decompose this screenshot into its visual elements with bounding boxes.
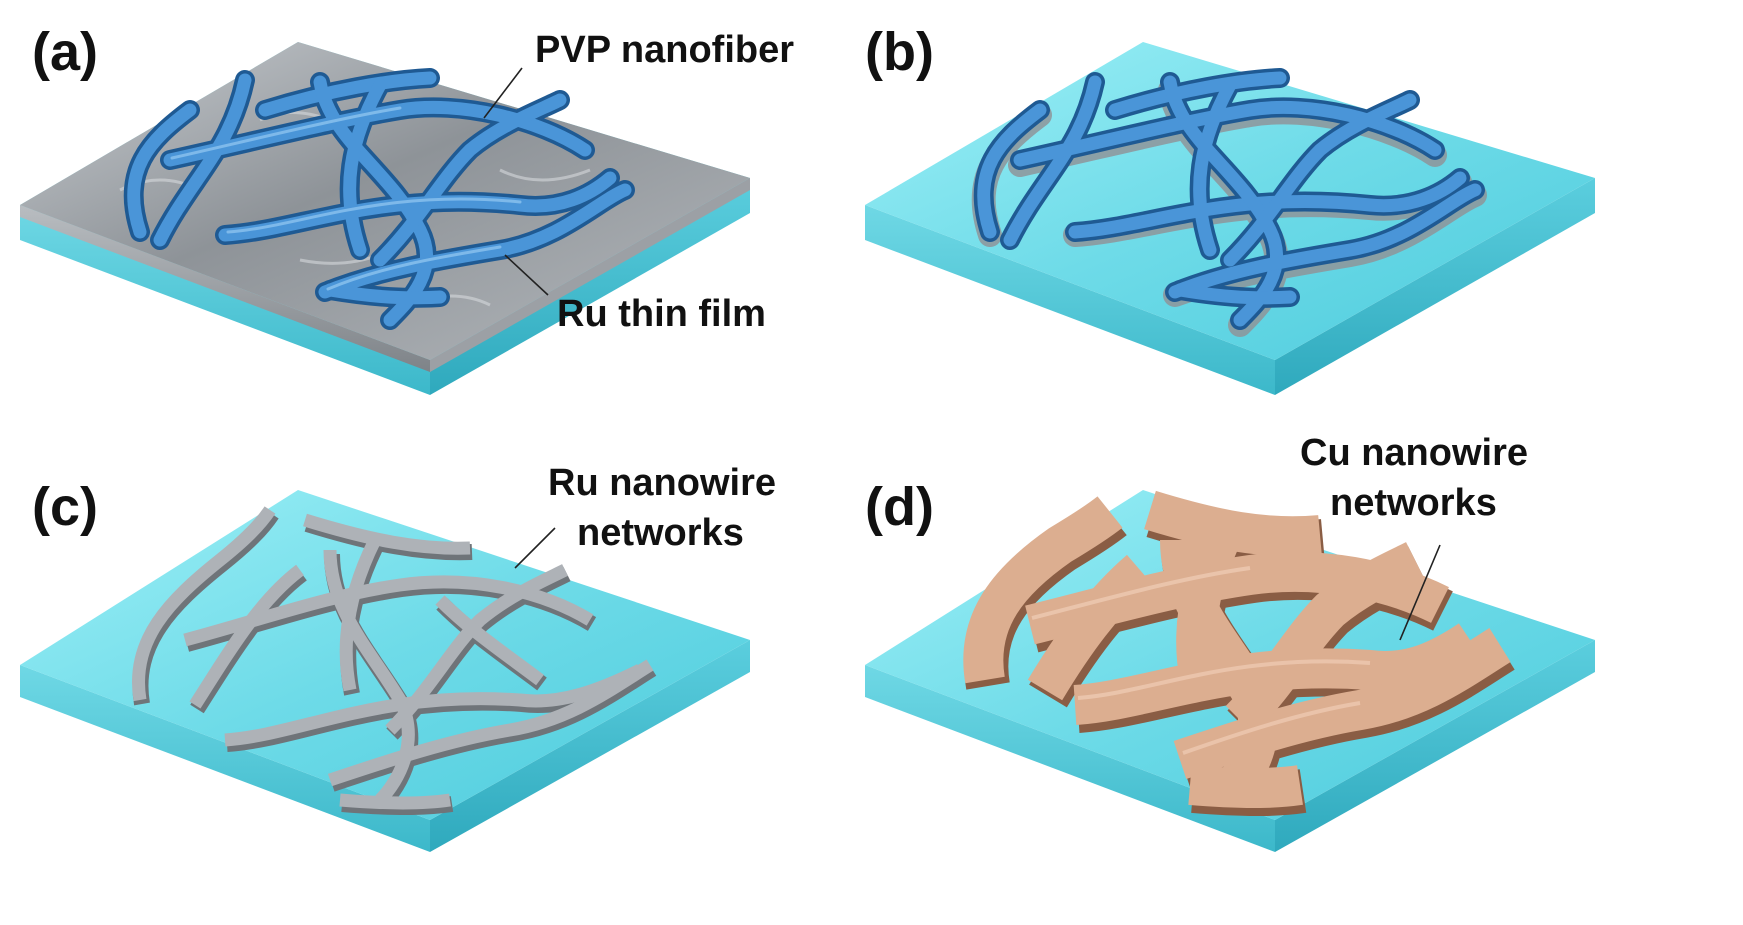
panel-label-d: (d): [865, 477, 934, 537]
panel-label-a: (a): [32, 22, 98, 82]
leader-line-pvp: [483, 67, 523, 119]
leader-line-ru-film: [504, 254, 549, 296]
panel-label-b: (b): [865, 22, 934, 82]
pvp-nanofibers: [123, 68, 635, 330]
panel-a: (a) PVP nanofiber Ru thin film: [20, 22, 794, 395]
panel-c: (c) Ru nanowire networks: [20, 462, 776, 852]
callout-cu-nanowire: Cu nanowire: [1300, 432, 1528, 474]
ru-nanowire-networks: [132, 506, 657, 816]
callout-cu-networks: networks: [1330, 482, 1497, 524]
leader-line-cu-nanowire: [1399, 544, 1441, 641]
panel-label-c: (c): [32, 477, 98, 537]
pvp-nanofibers: [973, 68, 1485, 330]
callout-ru-nanowire: Ru nanowire: [548, 462, 776, 504]
cu-nanowire-networks: [963, 490, 1515, 817]
callout-ru-networks: networks: [577, 512, 744, 554]
callout-ru-thin-film: Ru thin film: [557, 293, 766, 335]
leader-line-ru-nanowire: [514, 527, 556, 569]
callout-pvp-nanofiber: PVP nanofiber: [535, 29, 794, 71]
panel-b: (b): [865, 22, 1595, 395]
panel-d: (d) Cu nanowire networks: [865, 432, 1595, 852]
